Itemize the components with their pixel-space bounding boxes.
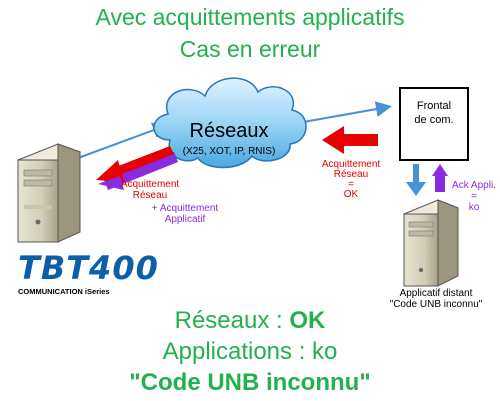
ack-appli-label-2: = [471,191,477,202]
left-ack-network-2: Réseau [132,190,168,201]
remote-app-label-1: Applicatif distant [399,288,473,299]
ack-appli-label-3: ko [468,202,480,213]
frontal-label-line1: Frontal [416,100,452,112]
link-cloud-to-frontal [291,101,392,125]
tbt400-logo: TBT400 [18,249,159,287]
left-ack-network-1: Acquittement [120,179,180,190]
result-error: "Code UNB inconnu" [129,369,371,396]
network-ack-label-3: = [348,179,354,190]
cloud-name: Réseaux [189,120,269,142]
network-ack-label-2: Réseau [333,169,369,180]
diagram-subtitle: Cas en erreur [179,36,321,62]
left-ack-app-2: Applicatif [164,214,206,225]
frontal-to-remote-arrow [406,164,426,196]
result-networks: Réseaux : OK [0,307,500,335]
link-server-to-cloud [77,122,169,159]
network-ack-red-arrow [322,126,378,154]
result-networks-value: OK [289,307,326,334]
tbt400-logo-subtitle: COMMUNICATION iSeries [18,287,110,296]
diagram-title: Avec acquittements applicatifs [95,4,405,30]
network-ack-label-1: Acquittement [321,159,381,170]
frontal-label-line2: de com. [414,114,454,126]
ack-appli-label-1: Ack Appli. [452,180,496,191]
combined-ack-arrow [96,146,178,190]
remote-app-label-2: "Code UNB inconnu" [389,299,483,310]
cloud-protocols: (X25, XOT, IP, RNIS) [182,146,276,157]
left-ack-app-1: + Acquittement [151,203,219,214]
frontal-box [399,87,469,161]
result-networks-label: Réseaux : [174,307,290,334]
network-ack-label-4: OK [343,189,359,200]
network-cloud [153,77,307,169]
remote-server-icon [402,199,460,287]
ack-appli-up-arrow [432,164,448,192]
result-applications: Applications : ko [162,338,338,365]
local-server-icon [16,143,82,243]
